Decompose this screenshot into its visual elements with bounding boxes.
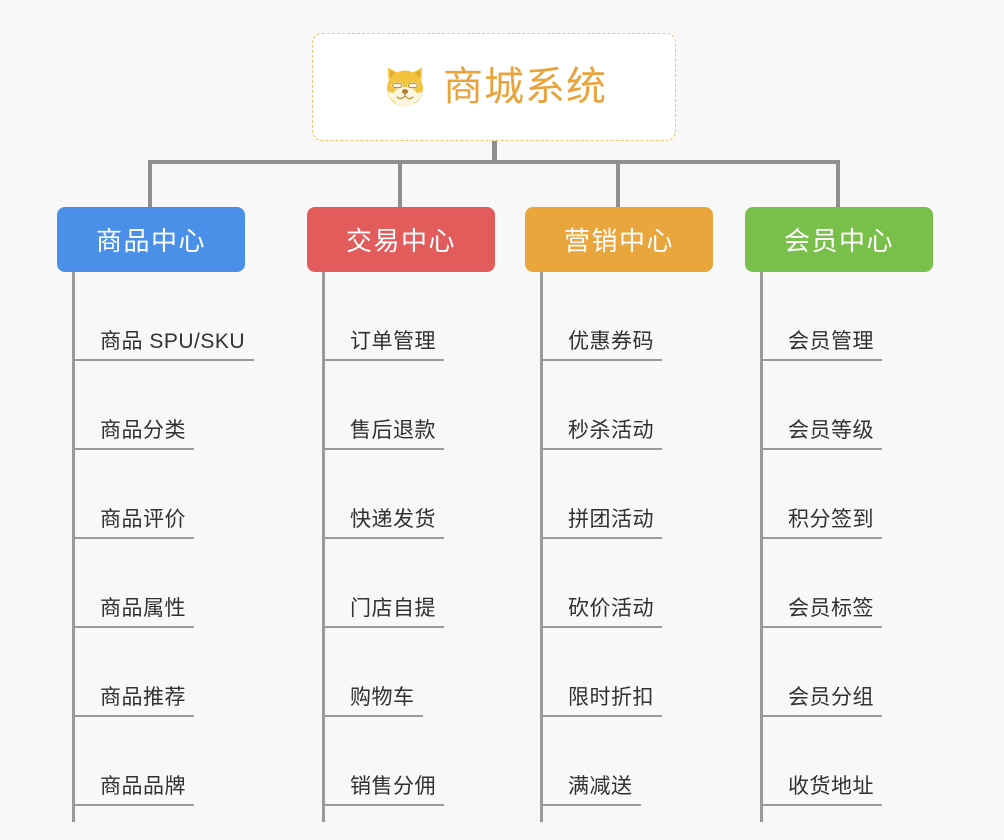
leaf-item-underline	[72, 537, 194, 539]
branch-spine-4	[760, 272, 763, 822]
leaf-item-underline	[322, 448, 444, 450]
root-node[interactable]: 商城系统	[312, 33, 676, 141]
branch-column-4: 会员管理 会员等级 积分签到 会员标签 会员分组 收货地址	[746, 272, 946, 824]
leaf-item-label: 商品评价	[100, 507, 186, 531]
leaf-item-label: 商品属性	[100, 596, 186, 620]
leaf-item-label: 门店自提	[350, 596, 436, 620]
leaf-item[interactable]: 购物车	[322, 628, 423, 717]
leaf-item-label: 会员管理	[788, 329, 874, 353]
leaf-item-underline	[322, 715, 423, 717]
branch-header-2-label: 交易中心	[345, 226, 456, 256]
leaf-item[interactable]: 会员标签	[760, 539, 882, 628]
branch-header-4[interactable]: 会员中心	[745, 207, 933, 272]
leaf-item-label: 会员标签	[788, 596, 874, 620]
leaf-item-label: 快递发货	[350, 507, 436, 531]
leaf-item[interactable]: 订单管理	[322, 272, 444, 361]
leaf-item-underline	[322, 626, 444, 628]
leaf-item-underline	[760, 626, 882, 628]
connector-drop-4	[836, 160, 840, 207]
leaf-item[interactable]: 优惠券码	[540, 272, 662, 361]
leaf-item-underline	[322, 537, 444, 539]
leaf-item-label: 拼团活动	[568, 507, 654, 531]
leaf-item[interactable]: 会员等级	[760, 361, 882, 450]
branch-header-1[interactable]: 商品中心	[57, 207, 245, 272]
branch-spine-2	[322, 272, 325, 822]
leaf-item-underline	[322, 804, 444, 806]
branch-header-4-label: 会员中心	[783, 226, 894, 256]
branch-header-1-label: 商品中心	[95, 226, 206, 256]
branch-column-2: 订单管理 售后退款 快递发货 门店自提 购物车 销售分佣	[308, 272, 508, 824]
leaf-item[interactable]: 会员分组	[760, 628, 882, 717]
leaf-item-underline	[322, 359, 444, 361]
page-title: 商城系统	[443, 65, 607, 109]
connector-horizontal-bus	[148, 160, 840, 164]
branch-spine-3	[540, 272, 543, 822]
leaf-item-label: 销售分佣	[350, 774, 436, 798]
leaf-item[interactable]: 满减送	[540, 717, 641, 806]
leaf-item[interactable]: 商品品牌	[72, 717, 194, 806]
leaf-item-underline	[540, 804, 641, 806]
leaf-item-underline	[760, 715, 882, 717]
leaf-item-label: 满减送	[568, 774, 633, 798]
leaf-item-label: 优惠券码	[568, 329, 654, 353]
leaf-item-underline	[72, 715, 194, 717]
leaf-item-label: 限时折扣	[568, 685, 654, 709]
leaf-item-label: 会员等级	[788, 418, 874, 442]
leaf-item-label: 商品品牌	[100, 774, 186, 798]
branch-header-2[interactable]: 交易中心	[307, 207, 495, 272]
leaf-item-underline	[540, 537, 662, 539]
leaf-item-underline	[72, 626, 194, 628]
leaf-item[interactable]: 限时折扣	[540, 628, 662, 717]
leaf-item-underline	[72, 359, 254, 361]
connector-drop-3	[616, 160, 620, 207]
leaf-item-underline	[72, 804, 194, 806]
connector-drop-1	[148, 160, 152, 207]
connector-root-stem	[492, 141, 497, 164]
leaf-item[interactable]: 积分签到	[760, 450, 882, 539]
leaf-item-label: 售后退款	[350, 418, 436, 442]
leaf-item[interactable]: 门店自提	[322, 539, 444, 628]
branch-header-3[interactable]: 营销中心	[525, 207, 713, 272]
leaf-item-underline	[540, 626, 662, 628]
leaf-item-underline	[72, 448, 194, 450]
leaf-item-label: 商品推荐	[100, 685, 186, 709]
leaf-item[interactable]: 销售分佣	[322, 717, 444, 806]
leaf-item-label: 秒杀活动	[568, 418, 654, 442]
leaf-item-underline	[760, 359, 882, 361]
leaf-item[interactable]: 商品评价	[72, 450, 194, 539]
leaf-item[interactable]: 商品分类	[72, 361, 194, 450]
shiba-inu-dog-face-icon	[387, 67, 423, 107]
leaf-item[interactable]: 秒杀活动	[540, 361, 662, 450]
leaf-item-underline	[760, 537, 882, 539]
branch-header-3-label: 营销中心	[563, 226, 674, 256]
leaf-item-label: 会员分组	[788, 685, 874, 709]
leaf-item-underline	[540, 359, 662, 361]
branch-column-1: 商品 SPU/SKU 商品分类 商品评价 商品属性 商品推荐 商品品牌	[58, 272, 258, 824]
leaf-item-label: 商品 SPU/SKU	[100, 329, 246, 353]
leaf-item-label: 积分签到	[788, 507, 874, 531]
leaf-item[interactable]: 拼团活动	[540, 450, 662, 539]
leaf-item-label: 砍价活动	[568, 596, 654, 620]
leaf-item[interactable]: 快递发货	[322, 450, 444, 539]
branch-column-3: 优惠券码 秒杀活动 拼团活动 砍价活动 限时折扣 满减送	[526, 272, 726, 824]
leaf-item-underline	[540, 448, 662, 450]
leaf-item[interactable]: 砍价活动	[540, 539, 662, 628]
leaf-item-underline	[540, 715, 662, 717]
leaf-item[interactable]: 收货地址	[760, 717, 882, 806]
leaf-item[interactable]: 售后退款	[322, 361, 444, 450]
connector-drop-2	[398, 160, 402, 207]
leaf-item-underline	[760, 804, 882, 806]
leaf-item[interactable]: 会员管理	[760, 272, 882, 361]
branch-spine-1	[72, 272, 75, 822]
leaf-item-label: 订单管理	[350, 329, 436, 353]
leaf-item-underline	[760, 448, 882, 450]
leaf-item-label: 购物车	[350, 685, 415, 709]
leaf-item[interactable]: 商品推荐	[72, 628, 194, 717]
leaf-item[interactable]: 商品属性	[72, 539, 194, 628]
leaf-item-label: 收货地址	[788, 774, 874, 798]
leaf-item[interactable]: 商品 SPU/SKU	[72, 272, 254, 361]
leaf-item-label: 商品分类	[100, 418, 186, 442]
